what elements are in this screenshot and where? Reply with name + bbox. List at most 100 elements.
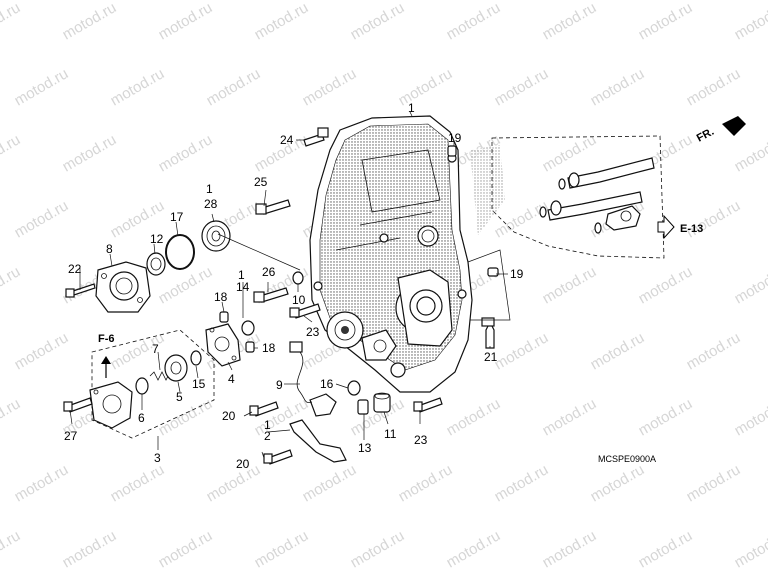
watermark-text: motod.ru xyxy=(348,527,408,571)
front-reference: FR. xyxy=(695,126,716,145)
bolt xyxy=(289,303,321,319)
watermark-text: motod.ru xyxy=(108,461,168,505)
watermark-text: motod.ru xyxy=(252,0,312,43)
watermark-text: motod.ru xyxy=(60,131,120,175)
callout-26: 26 xyxy=(262,265,276,279)
oil-seal xyxy=(241,320,255,336)
washer xyxy=(190,350,202,366)
callout-8: 8 xyxy=(106,242,113,256)
watermark-text: motod.ru xyxy=(540,131,600,175)
watermark-text: motod.ru xyxy=(12,461,72,505)
callout-18: 18 xyxy=(262,341,276,355)
watermark-text: motod.ru xyxy=(588,65,648,109)
callout-27: 27 xyxy=(64,429,78,443)
watermark-text: motod.ru xyxy=(0,395,23,439)
dowel-pin xyxy=(245,341,255,353)
callout-9: 9 xyxy=(276,378,283,392)
callout-16: 16 xyxy=(320,377,334,391)
callout-13: 13 xyxy=(358,441,372,455)
callout-14: 14 xyxy=(236,280,250,294)
front-arrow-icon xyxy=(722,116,746,136)
watermark-text: motod.ru xyxy=(732,395,768,439)
callout-7: 7 xyxy=(152,342,159,356)
watermark-text: motod.ru xyxy=(636,263,696,307)
e13-reference: E-13 xyxy=(680,223,703,235)
watermark-text: motod.ru xyxy=(12,197,72,241)
watermark-text: motod.ru xyxy=(300,65,360,109)
watermark-text: motod.ru xyxy=(732,131,768,175)
watermark-text: motod.ru xyxy=(0,131,23,175)
spring xyxy=(149,371,169,381)
f6-arrow-icon xyxy=(101,356,111,378)
watermark-text: motod.ru xyxy=(60,0,120,43)
callout-19: 19 xyxy=(448,131,462,145)
watermark-text: motod.ru xyxy=(444,395,504,439)
watermark-text: motod.ru xyxy=(444,0,504,43)
bolt xyxy=(65,283,96,298)
callout-19: 19 xyxy=(510,267,524,281)
callout-6: 6 xyxy=(138,411,145,425)
callout-20: 20 xyxy=(222,409,236,423)
callout-4: 4 xyxy=(228,372,235,386)
callout-5: 5 xyxy=(176,390,183,404)
watermark-text: motod.ru xyxy=(492,329,552,373)
watermark-text: motod.ru xyxy=(492,65,552,109)
watermark-text: motod.ru xyxy=(204,461,264,505)
watermark-text: motod.ru xyxy=(156,131,216,175)
watermark-text: motod.ru xyxy=(300,461,360,505)
e13-arrow-icon xyxy=(657,214,675,240)
watermark-text: motod.ru xyxy=(396,65,456,109)
bolt xyxy=(263,449,293,465)
background-silhouette xyxy=(470,145,505,235)
washer xyxy=(292,271,304,285)
bolt xyxy=(481,317,495,349)
watermark-text: motod.ru xyxy=(588,461,648,505)
o-ring xyxy=(165,234,195,270)
watermark-text: motod.ru xyxy=(0,263,23,307)
callout-11: 11 xyxy=(384,427,397,441)
watermark-text: motod.ru xyxy=(156,527,216,571)
callout-1: 1 xyxy=(206,182,213,196)
diagram-code: MCSPE0900A xyxy=(598,454,656,464)
watermark-text: motod.ru xyxy=(636,395,696,439)
watermark-text: motod.ru xyxy=(0,527,23,571)
watermark-text: motod.ru xyxy=(12,65,72,109)
watermark-text: motod.ru xyxy=(684,65,744,109)
callout-24: 24 xyxy=(280,133,294,147)
watermark-text: motod.ru xyxy=(252,527,312,571)
watermark-text: motod.ru xyxy=(60,527,120,571)
washer xyxy=(347,380,361,396)
callout-10: 10 xyxy=(292,293,306,307)
watermark-text: motod.ru xyxy=(636,0,696,43)
callout-28: 28 xyxy=(204,197,218,211)
bolt xyxy=(303,127,329,147)
ball-bearing xyxy=(201,220,231,252)
crankcase-cover xyxy=(309,115,473,393)
watermark-text: motod.ru xyxy=(348,0,408,43)
bolt xyxy=(413,397,443,413)
callout-25: 25 xyxy=(254,175,268,189)
pump-group-box xyxy=(91,329,215,439)
callout-20: 20 xyxy=(236,457,250,471)
watermark-text: motod.ru xyxy=(492,461,552,505)
shaft-group xyxy=(539,157,655,234)
watermark-text: motod.ru xyxy=(732,0,768,43)
bearing-housing xyxy=(95,261,151,313)
watermark-text: motod.ru xyxy=(540,263,600,307)
callout-21: 21 xyxy=(484,350,498,364)
bolt xyxy=(249,401,279,417)
callout-23: 23 xyxy=(414,433,428,447)
inset-box xyxy=(491,135,665,259)
callout-1: 1 xyxy=(238,268,245,282)
callout-12: 12 xyxy=(150,232,164,246)
callout-22: 22 xyxy=(68,262,82,276)
watermark-text: motod.ru xyxy=(108,65,168,109)
watermark-text: motod.ru xyxy=(540,0,600,43)
watermark-text: motod.ru xyxy=(732,527,768,571)
watermark-text: motod.ru xyxy=(732,263,768,307)
watermark-text: motod.ru xyxy=(204,65,264,109)
watermark-text: motod.ru xyxy=(0,0,23,43)
speed-sensor xyxy=(289,341,337,417)
